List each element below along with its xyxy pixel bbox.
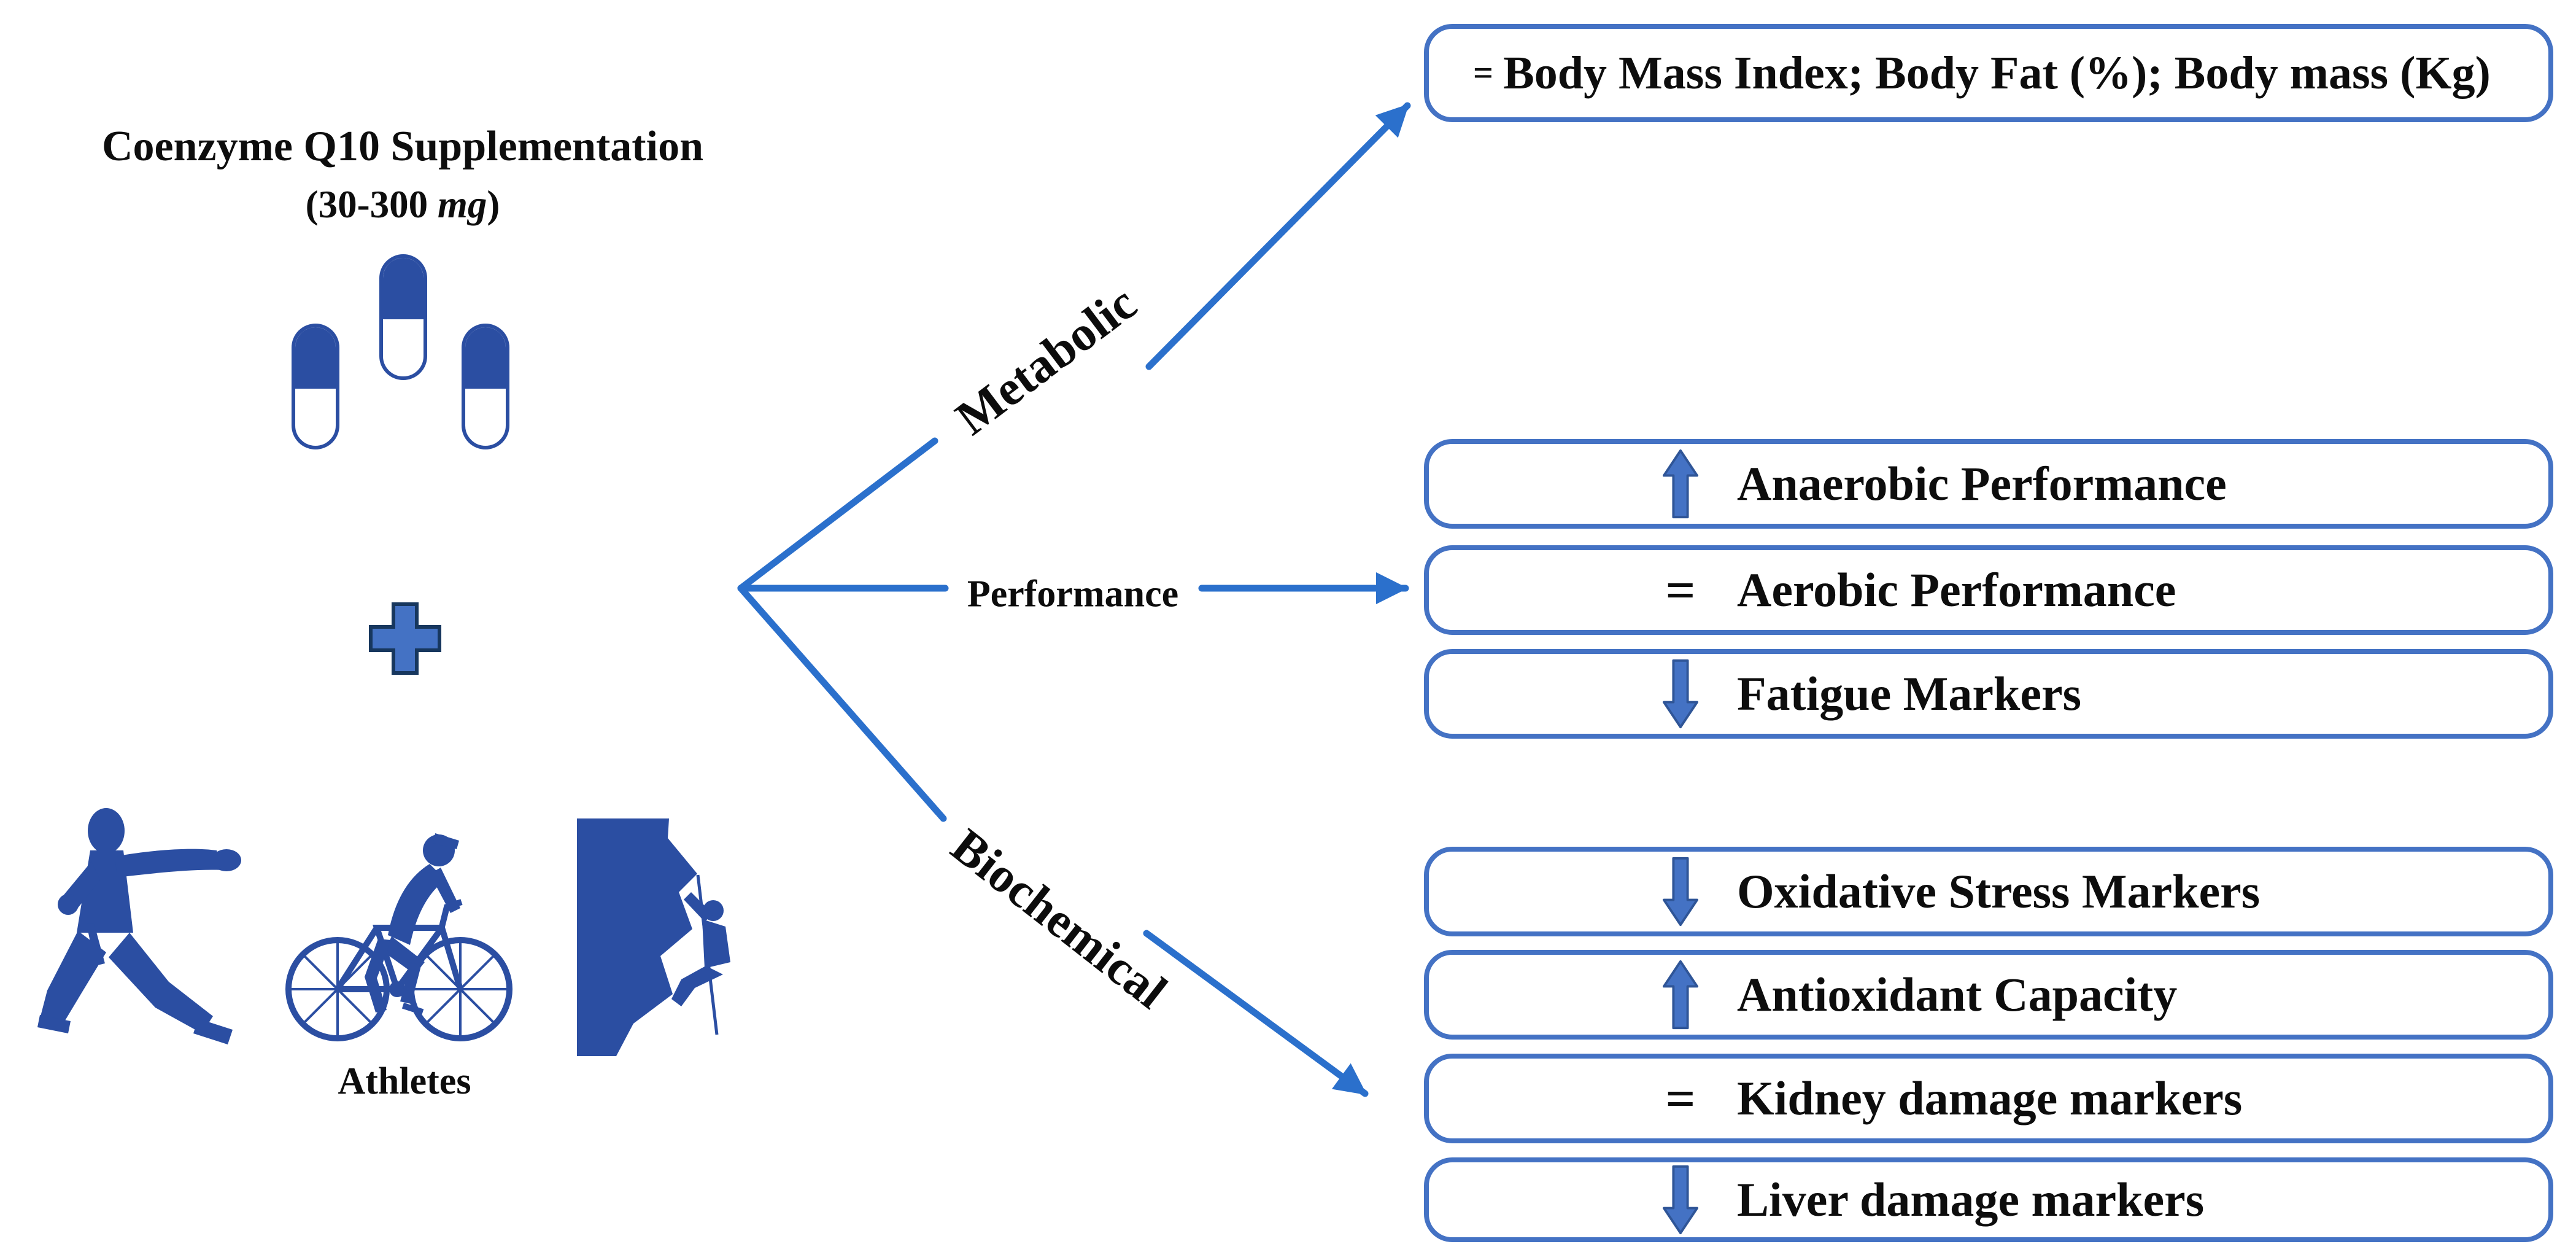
down-arrow-icon — [1663, 1165, 1698, 1235]
pill-capsule-icon — [292, 324, 339, 449]
pill-capsule-icon — [462, 324, 509, 449]
equals-symbol: = — [1665, 561, 1696, 620]
outcome-box-fatigue: Fatigue Markers — [1424, 649, 2553, 739]
pill-cap-half — [295, 327, 336, 389]
outcome-label: Liver damage markers — [1737, 1173, 2205, 1226]
dose-suffix: ) — [487, 183, 500, 226]
pill-cap-half — [383, 258, 424, 320]
biochemical-arrow — [1143, 930, 1369, 1097]
outcome-label: Fatigue Markers — [1737, 667, 2082, 720]
outcome-label: Kidney damage markers — [1737, 1071, 2243, 1125]
down-arrow-icon — [1663, 857, 1698, 927]
karate-athlete-icon — [37, 808, 241, 1044]
cyclist-athlete-icon — [285, 833, 512, 1041]
equals-symbol: = — [1473, 53, 1494, 93]
outcome-box-metabolic: = Body Mass Index; Body Fat (%); Body ma… — [1424, 24, 2553, 122]
outcome-label: Anaerobic Performance — [1737, 457, 2227, 510]
athletes-label: Athletes — [338, 1060, 471, 1102]
title-dose-line: (30-300 mg) — [96, 183, 710, 226]
metabolic-arrow — [1145, 102, 1411, 370]
outcome-label: Oxidative Stress Markers — [1737, 865, 2261, 918]
climber-athlete-icon — [577, 818, 730, 1056]
outcome-label: Antioxidant Capacity — [1737, 968, 2178, 1021]
title-line1: Coenzyme Q10 Supplementation — [102, 123, 703, 170]
up-arrow-icon — [1663, 449, 1698, 519]
up-arrow-icon — [1663, 960, 1698, 1030]
outcome-label: Body Mass Index; Body Fat (%); Body mass… — [1503, 47, 2491, 99]
branch-label-biochemical: Biochemical — [941, 818, 1177, 1019]
metabolic-line-segment — [737, 437, 938, 592]
pill-capsule-icon — [379, 254, 427, 380]
pill-cap-half — [465, 327, 506, 389]
dose-prefix: (30-300 — [305, 183, 438, 226]
branch-label-performance: Performance — [967, 573, 1179, 615]
equals-symbol: = — [1665, 1069, 1696, 1128]
branch-label-metabolic: Metabolic — [946, 276, 1147, 446]
dose-unit-italic: mg — [437, 183, 487, 226]
outcome-box-antioxidant: Antioxidant Capacity — [1424, 950, 2553, 1040]
outcome-box-liver: Liver damage markers — [1424, 1157, 2553, 1242]
outcome-box-kidney: = Kidney damage markers — [1424, 1054, 2553, 1143]
biochemical-line-segment — [737, 585, 947, 822]
outcome-box-oxidative-stress: Oxidative Stress Markers — [1424, 847, 2553, 936]
plus-icon — [369, 602, 441, 675]
outcome-box-anaerobic: Anaerobic Performance — [1424, 439, 2553, 529]
outcome-box-aerobic: = Aerobic Performance — [1424, 545, 2553, 635]
down-arrow-icon — [1663, 659, 1698, 729]
outcome-label: Aerobic Performance — [1737, 563, 2176, 616]
figure-title: Coenzyme Q10 Supplementation (30-300 mg) — [96, 123, 710, 226]
